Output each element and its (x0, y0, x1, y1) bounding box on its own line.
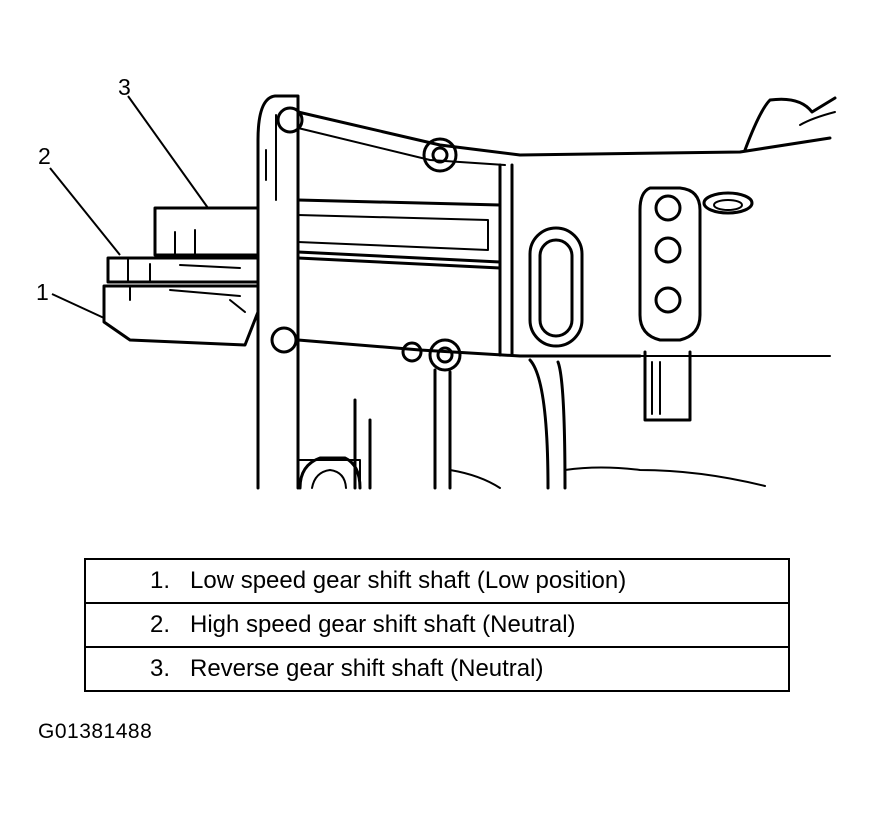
legend-row: 1. Low speed gear shift shaft (Low positi… (84, 558, 790, 604)
oblong-slot-inner (538, 238, 574, 338)
upper-port (702, 191, 754, 215)
rib-lower (296, 256, 502, 270)
lower-bolt-boss (428, 338, 462, 372)
oblong-slot-outer (528, 226, 584, 348)
lower-boss-small (401, 341, 423, 363)
legend-text: High speed gear shift shaft (Neutral) (190, 611, 576, 638)
callout-1: 1 (36, 279, 49, 305)
callout-3: 3 (118, 74, 131, 100)
callout-1-leader (51, 293, 105, 319)
lower-rib-3 (528, 358, 567, 490)
case-flange-inner (265, 114, 277, 201)
legend-number: 2. (149, 611, 170, 638)
case-flange (256, 94, 300, 490)
legend-text: Reverse gear shift shaft (Neutral) (190, 655, 544, 682)
callout-2-leader (49, 167, 121, 256)
rib-vertical (498, 163, 514, 357)
shift-shaft-1-detail (129, 285, 246, 313)
reverse-rod-stub-lines (651, 361, 661, 415)
rib-upper (296, 198, 502, 264)
bottom-right-contour (449, 466, 766, 489)
case-top-inner (297, 127, 506, 166)
case-top-bump (743, 96, 837, 152)
upper-left-boss (276, 106, 304, 134)
case-top-bump-2 (799, 111, 836, 126)
transmission-case-diagram: 3 2 1 (36, 74, 837, 490)
legend-text: Low speed gear shift shaft (Low position… (190, 567, 627, 594)
shift-shaft-2 (106, 256, 260, 284)
lower-left-boss (270, 326, 298, 354)
shift-shaft-3-detail (174, 229, 196, 256)
detent-hole-2 (654, 236, 682, 264)
top-bolt-boss-inner (431, 146, 449, 164)
top-bolt-boss (422, 137, 458, 173)
rib-upper-inner (297, 214, 489, 251)
figure-id: G01381488 (38, 720, 153, 743)
legend-row: 3. Reverse gear shift shaft (Neutral) (84, 646, 790, 692)
lower-bolt-boss-inner (436, 346, 454, 364)
upper-port-inner (713, 199, 743, 211)
reverse-rod-stub (643, 350, 692, 422)
lower-rib-1 (433, 368, 452, 490)
lower-rib-2 (353, 398, 372, 490)
legend-table: 1. Low speed gear shift shaft (Low positi… (84, 558, 790, 692)
legend-number: 3. (149, 655, 170, 682)
rib-horizontal-mid (296, 338, 642, 358)
callout-2: 2 (38, 143, 51, 169)
shift-shaft-2-detail (127, 257, 241, 283)
detent-hole-3 (654, 286, 682, 314)
detent-plate (638, 186, 702, 342)
lower-port (298, 456, 362, 490)
legend-cell: 2. High speed gear shift shaft (Neutral) (84, 602, 790, 648)
callout-3-leader (127, 95, 209, 209)
legend-number: 1. (149, 567, 170, 594)
lower-port-inner (311, 469, 347, 489)
legend-cell: 3. Reverse gear shift shaft (Neutral) (84, 646, 790, 692)
legend-cell: 1. Low speed gear shift shaft (Low positi… (84, 558, 790, 604)
legend-row: 2. High speed gear shift shaft (Neutral) (84, 602, 790, 648)
detent-hole-1 (654, 194, 682, 222)
shift-shaft-1 (102, 284, 260, 347)
shift-shaft-3 (153, 206, 260, 257)
case-top-edge (296, 110, 832, 157)
